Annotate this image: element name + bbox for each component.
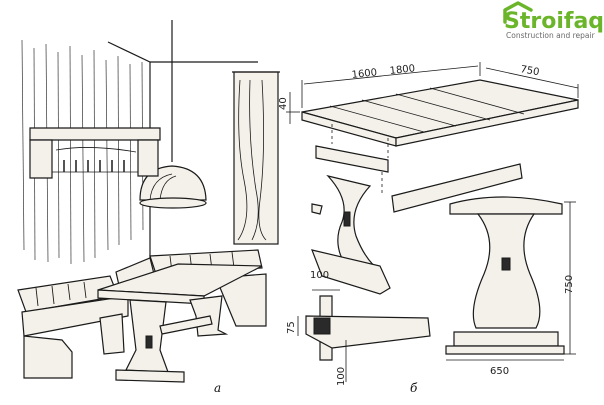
tabletop xyxy=(301,79,579,147)
leg-front-view: 750 650 xyxy=(445,196,576,377)
panel-label-right: б xyxy=(410,381,418,395)
joint-detail: 100 75 100 xyxy=(286,270,431,386)
window-curtain xyxy=(232,71,280,245)
stretcher xyxy=(391,163,523,213)
dim-length: 1600 1800 xyxy=(301,62,481,108)
top-cleat xyxy=(315,145,389,173)
exploded-table-drawing: 1600 1800 750 40 xyxy=(278,62,579,395)
panel-label-left: а xyxy=(214,381,221,395)
leg-mortise xyxy=(343,211,351,227)
kitchen-corner-scene: а xyxy=(17,20,280,395)
dim-post-width: 100 xyxy=(310,270,329,281)
dim-width: 750 xyxy=(485,64,579,98)
dim-base-width: 650 xyxy=(490,366,509,377)
table-wedge xyxy=(145,335,153,349)
dim-thickness-label: 40 xyxy=(278,97,289,110)
dim-width-label: 750 xyxy=(519,64,540,78)
leg-exploded xyxy=(311,174,391,295)
wall-shelf xyxy=(29,127,161,179)
dim-rail-height: 75 xyxy=(286,321,297,334)
brand-tagline: Construction and repair xyxy=(506,31,596,40)
dim-leg-height: 750 xyxy=(564,275,575,294)
front-wedge xyxy=(501,257,511,271)
house-icon xyxy=(503,1,533,24)
brand-logo: Stroifaq Construction and repair xyxy=(492,1,604,40)
dim-thickness: 40 xyxy=(278,92,300,124)
kitchen-table xyxy=(97,263,263,383)
dim-length-b: 1800 xyxy=(389,63,415,77)
corner-bench xyxy=(17,249,267,379)
brand-name: Stroifaq xyxy=(504,9,604,34)
dim-rail-length: 100 xyxy=(336,367,347,386)
dim-length-a: 1600 xyxy=(351,67,377,81)
